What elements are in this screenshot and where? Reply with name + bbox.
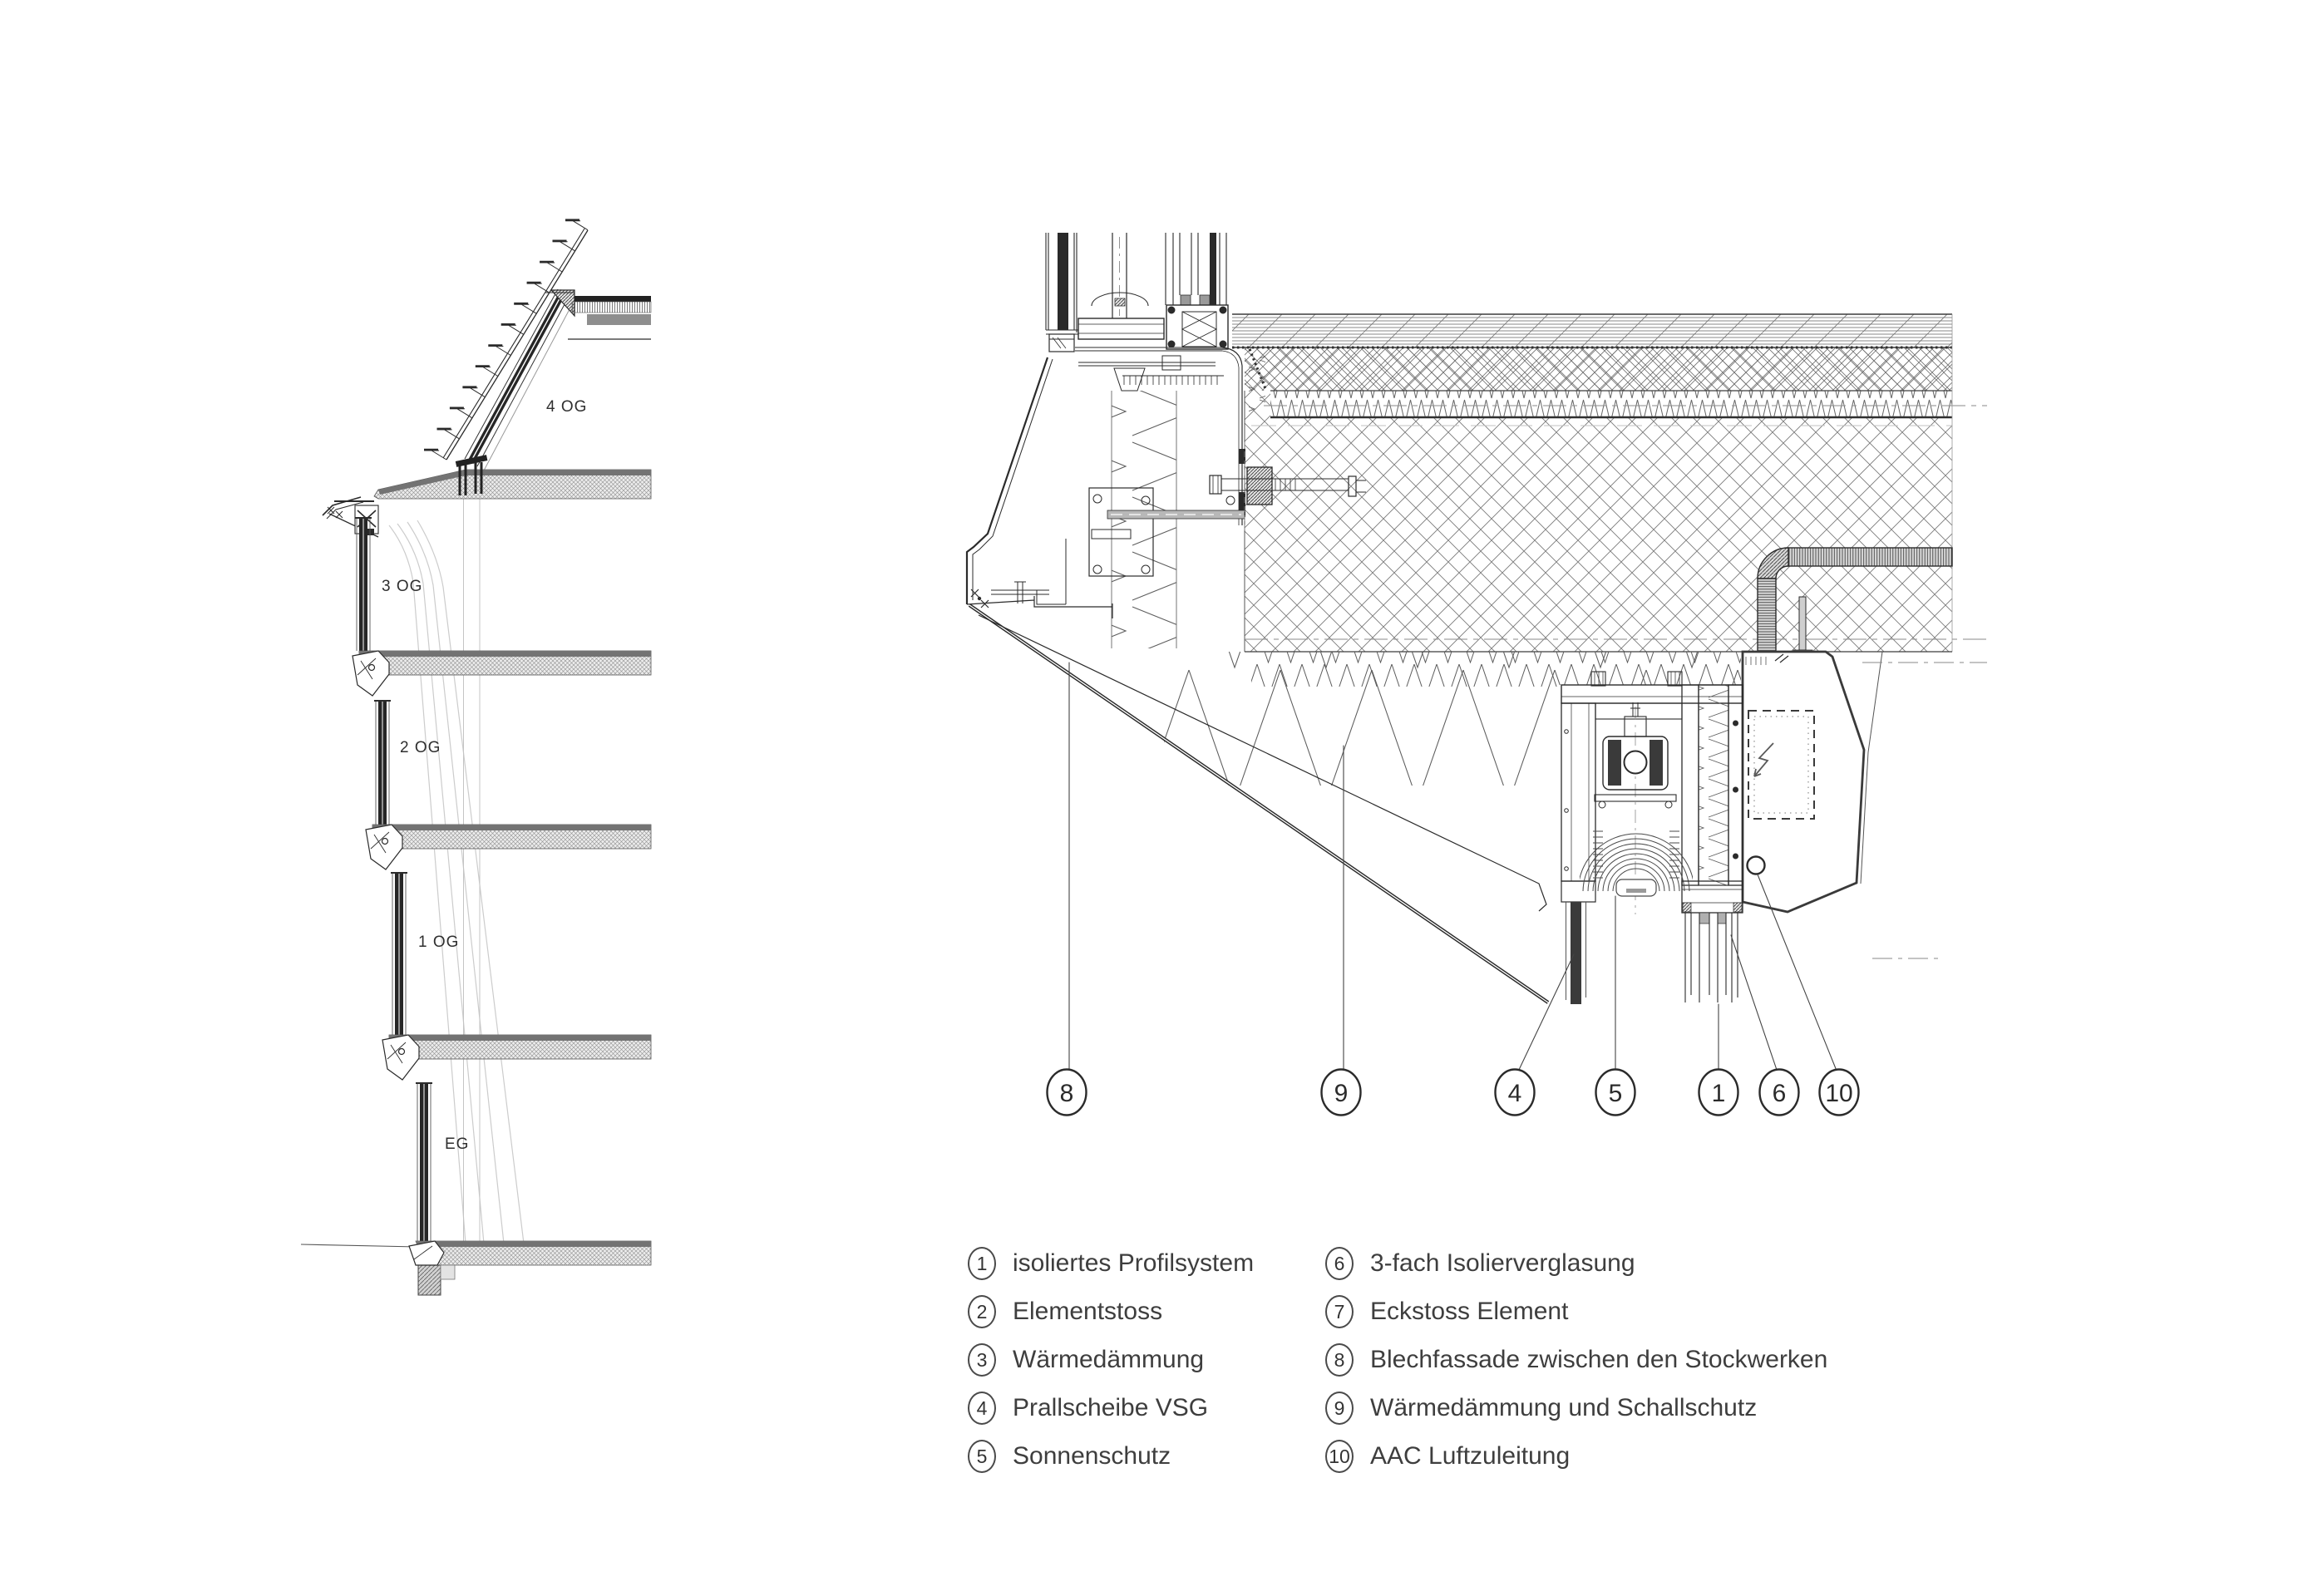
floor-slab-4og — [373, 455, 652, 500]
window-mullion-eg — [416, 1082, 432, 1241]
roof-glazing — [464, 288, 577, 471]
floor-label-1og: 1 OG — [418, 933, 459, 951]
insulation-column — [1111, 391, 1177, 648]
lightning-bolt-icon — [1753, 742, 1774, 777]
callout-1: 1 — [1698, 1003, 1739, 1116]
callout-number-9: 9 — [1334, 1080, 1349, 1107]
floor-label-eg: EG — [445, 1135, 469, 1153]
callout-number-6: 6 — [1773, 1080, 1787, 1107]
window-mullion-2og — [374, 700, 391, 825]
roof-ladder — [424, 219, 589, 461]
legend-item-number: 10 — [1325, 1440, 1354, 1473]
legend-item-number: 1 — [968, 1247, 996, 1280]
legend-item: 2 Elementstoss — [968, 1295, 1254, 1328]
facade-element — [1560, 650, 1987, 1004]
legend-item-label: Wärmedämmung und Schallschutz — [1370, 1394, 1758, 1421]
corner-panel — [1741, 650, 1883, 914]
mullion-profiles — [1045, 233, 1245, 525]
callout-10: 10 — [1757, 874, 1860, 1116]
floor-slab-1og — [388, 1034, 652, 1060]
floor-label-3og: 3 OG — [382, 578, 422, 595]
legend-item: 6 3-fach Isolierverglasung — [1325, 1247, 1827, 1280]
triple-glazing — [1681, 880, 1743, 1002]
facade-detail — [965, 233, 1987, 1004]
callout-circle-1 — [1698, 1068, 1739, 1116]
legend-item: 1 isoliertes Profilsystem — [968, 1247, 1255, 1280]
floor-slab-3og — [358, 650, 652, 676]
leader-line-6 — [1730, 934, 1778, 1071]
legend-item-label: AAC Luftzuleitung — [1370, 1442, 1571, 1470]
callout-number-8: 8 — [1060, 1080, 1074, 1107]
air-inlet-circle — [1746, 855, 1766, 875]
callout-number-4: 4 — [1508, 1080, 1522, 1107]
callout-9: 9 — [1320, 745, 1362, 1116]
element-insulation-strip — [1698, 684, 1729, 886]
building-section: 4 OG 3 OG 2 OG 1 OG EG — [300, 219, 652, 1296]
ground-line — [300, 1244, 418, 1248]
callout-8: 8 — [1046, 662, 1087, 1116]
leader-line-10 — [1757, 874, 1837, 1071]
callout-number-10: 10 — [1825, 1080, 1852, 1107]
legend-item-label: 3-fach Isolierverglasung — [1370, 1249, 1635, 1277]
legend-item: 8 Blechfassade zwischen den Stockwerken — [1325, 1343, 1828, 1377]
floor-label-2og: 2 OG — [400, 739, 441, 756]
glass-pane-upper — [1058, 233, 1068, 330]
callout-6: 6 — [1730, 934, 1800, 1116]
callout-circle-8 — [1046, 1068, 1087, 1116]
legend-item-label: Wärmedämmung — [1013, 1346, 1205, 1373]
callout-circle-9 — [1320, 1068, 1362, 1116]
window-mullion-1og — [391, 872, 407, 1035]
callout-number-5: 5 — [1609, 1080, 1623, 1107]
roof-slab — [568, 301, 652, 340]
roof-buildup — [1232, 313, 1987, 653]
legend-item-number: 3 — [968, 1343, 996, 1377]
facade-brackets — [352, 650, 445, 1266]
legend-item-number: 9 — [1325, 1392, 1354, 1425]
callouts: 8 9 4 5 1 6 10 — [1046, 662, 1860, 1116]
callout-number-1: 1 — [1712, 1080, 1726, 1107]
anchor-bolt — [1209, 442, 1366, 532]
legend-item-label: Sonnenschutz — [1013, 1442, 1171, 1470]
floor-slab-2og — [372, 824, 652, 850]
callout-4: 4 — [1494, 953, 1575, 1116]
air-duct-pipe — [1757, 547, 1953, 653]
legend-item-label: Eckstoss Element — [1370, 1298, 1569, 1325]
callout-circle-4 — [1494, 1068, 1536, 1116]
reflection-lines — [388, 499, 525, 1244]
sheet-metal-facade — [965, 357, 1550, 1004]
callout-circle-10 — [1818, 1068, 1860, 1116]
floor-slab-eg — [415, 1240, 652, 1296]
legend-item: 4 Prallscheibe VSG — [968, 1392, 1254, 1425]
legend-item-number: 5 — [968, 1440, 996, 1473]
legend-item: 9 Wärmedämmung und Schallschutz — [1325, 1392, 1827, 1425]
legend-item-number: 8 — [1325, 1343, 1354, 1377]
legend-item-label: Elementstoss — [1013, 1298, 1163, 1325]
legend-item: 5 Sonnenschutz — [968, 1440, 1254, 1473]
legend-item: 7 Eckstoss Element — [1325, 1295, 1827, 1328]
legend-item-number: 7 — [1325, 1295, 1354, 1328]
sun-shade-coil — [1580, 830, 1693, 897]
callout-circle-6 — [1758, 1068, 1800, 1116]
mounting-plate — [1088, 487, 1245, 577]
sunshade-clamp — [1594, 702, 1677, 809]
legend-item-label: isoliertes Profilsystem — [1013, 1249, 1255, 1277]
legend-item: 3 Wärmedämmung — [968, 1343, 1254, 1377]
legend-item-number: 2 — [968, 1295, 996, 1328]
callout-circle-5 — [1595, 1068, 1636, 1116]
legend-item-number: 6 — [1325, 1247, 1354, 1280]
legend-item-number: 4 — [968, 1392, 996, 1425]
legend-item-label: Prallscheibe VSG — [1013, 1394, 1209, 1421]
legend-column-1: 1 isoliertes Profilsystem 2 Elementstoss… — [968, 1247, 1255, 1489]
callout-5: 5 — [1595, 895, 1636, 1116]
impact-pane — [1566, 902, 1586, 1004]
window-mullion-3og — [355, 517, 372, 651]
leader-line-4 — [1517, 953, 1575, 1072]
legend-column-2: 6 3-fach Isolierverglasung 7 Eckstoss El… — [1325, 1247, 1828, 1489]
legend-item-label: Blechfassade zwischen den Stockwerken — [1370, 1346, 1828, 1373]
legend-item: 10 AAC Luftzuleitung — [1325, 1440, 1827, 1473]
floor-label-4og: 4 OG — [546, 398, 587, 416]
